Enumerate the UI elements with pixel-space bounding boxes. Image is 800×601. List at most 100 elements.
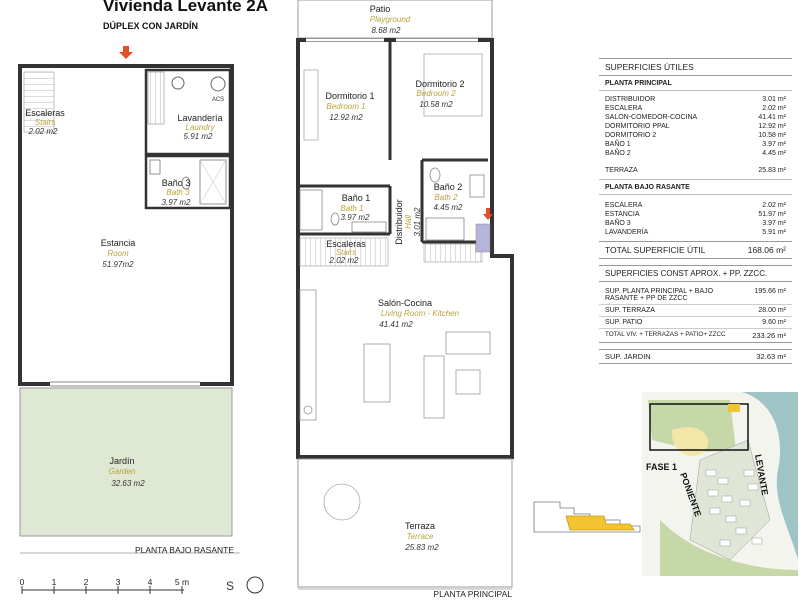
scale-bar: 0 1 2 3 4 5 m [20, 577, 189, 594]
areas-const-title: SUPERFICIES CONST APROX. + PP. ZZCC. [599, 265, 792, 282]
lower-floor-caption: PLANTA BAJO RASANTE [135, 545, 234, 555]
unit-highlight [565, 515, 635, 531]
scale-tick: 2 [84, 577, 89, 587]
bedroom-2-area: 10.58 m2 [419, 100, 453, 109]
laundry-label: Lavandería [177, 113, 222, 123]
areas-lower-title: PLANTA BAJO RASANTE [599, 180, 792, 195]
main-floor-walls [296, 38, 514, 459]
scale-tick: 1 [52, 577, 57, 587]
room-label: Estancia [101, 238, 136, 248]
bedroom-1-area: 12.92 m2 [329, 113, 363, 122]
water-area [742, 392, 798, 560]
garden-area [19, 387, 233, 537]
site-map: FASE 1 PONIENTE LEVANTE [642, 392, 798, 576]
terrace-area [297, 458, 513, 588]
stairs-lower-area: 2.02 m2 [28, 127, 58, 136]
stairs-main [299, 237, 389, 267]
living-kitchen-area: 41.41 m2 [379, 320, 413, 329]
bedroom-1-en: Bedroom 1 [326, 102, 365, 111]
areas-table: SUPERFICIES ÚTILES PLANTA PRINCIPAL DIST… [599, 58, 792, 364]
dining-table-icon [363, 343, 391, 403]
sofa-icon [423, 355, 445, 419]
acs-label: ACS [212, 97, 224, 103]
patio-label: Patio [370, 4, 391, 14]
room-area: 51.97m2 [102, 260, 134, 269]
stairs-main-label: Escaleras [326, 239, 366, 249]
stairs-main-en: Stairs [336, 248, 356, 257]
hall-area: 3.01 m2 [413, 207, 422, 236]
living-kitchen-en: Living Room - Kitchen [381, 309, 460, 318]
water-heater-icon [210, 76, 226, 92]
bath-2-label: Baño 2 [434, 182, 463, 192]
stairs-lower-label: Escaleras [25, 108, 65, 118]
terrace-table-icon [323, 483, 361, 521]
patio-en: Playground [370, 15, 411, 24]
laundry-en: Laundry [186, 123, 216, 132]
svg-text:S: S [226, 579, 234, 593]
stairs-main-area: 2.02 m2 [329, 256, 359, 265]
bed-1-icon [303, 69, 319, 141]
site-phase-label: FASE 1 [646, 462, 677, 472]
main-floor-caption: PLANTA PRINCIPAL [433, 589, 512, 599]
bath-1-label: Baño 1 [342, 193, 371, 203]
entry-arrow-icon [119, 46, 133, 59]
main-floor-plan: Patio Playground 8.68 m2 Dormitorio 1 Be… [296, 0, 514, 599]
living-kitchen-label: Salón-Cocina [378, 298, 432, 308]
bedroom-2-en: Bedroom 2 [416, 89, 456, 98]
building-key [533, 501, 641, 533]
unit-highlight [728, 404, 740, 412]
laundry-area: 5.91 m2 [184, 132, 213, 141]
toilet-icon [181, 176, 191, 190]
bath-3-en: Bath 3 [166, 188, 190, 197]
table-row: SUP. PLANTA PRINCIPAL + BAJO RASANTE + P… [599, 282, 792, 305]
page-title: Vivienda Levante 2A [103, 0, 269, 15]
lift-area [475, 223, 491, 253]
washer-icon [171, 76, 185, 90]
bath-2-area: 4.45 m2 [434, 203, 463, 212]
lower-floor-plan: Escaleras Stairs 2.02 m2 ACS Lavandería … [18, 46, 240, 555]
terrace-area-value: 25.83 m2 [404, 543, 439, 552]
scale-tick: 3 [116, 577, 121, 587]
north-icon: S [226, 576, 264, 594]
garden-area-value: 32.63 m2 [111, 479, 145, 488]
page-subtitle: DÚPLEX CON JARDÍN [103, 21, 199, 31]
bath-3-area: 3.97 m2 [162, 198, 191, 207]
bath-1-en: Bath 1 [340, 204, 363, 213]
bath-3-label: Baño 3 [162, 178, 191, 188]
garden-label: Jardín [109, 456, 134, 466]
hall-label: Distribuidor [394, 199, 404, 245]
bedroom-2-label: Dormitorio 2 [415, 79, 464, 89]
bedroom-1-label: Dormitorio 1 [325, 91, 374, 101]
hall-en: Hall [404, 215, 413, 229]
kitchen-counter [299, 289, 317, 421]
stairs-lower-en: Stairs [35, 118, 55, 127]
selected-block [649, 403, 749, 451]
terrace-en: Terrace [407, 532, 434, 541]
bath-2-en: Bath 2 [434, 193, 458, 202]
scale-tick: 0 [20, 577, 25, 587]
areas-main-title: PLANTA PRINCIPAL [599, 76, 792, 91]
stairs-lower [23, 71, 55, 133]
areas-title: SUPERFICIES ÚTILES [599, 58, 792, 76]
terrace-label: Terraza [405, 521, 435, 531]
bath-1-area: 3.97 m2 [341, 213, 370, 222]
scale-tick: 5 m [175, 577, 189, 587]
patio-area-value: 8.68 m2 [372, 26, 401, 35]
garden-en: Garden [109, 467, 136, 476]
patio-area [297, 0, 493, 39]
